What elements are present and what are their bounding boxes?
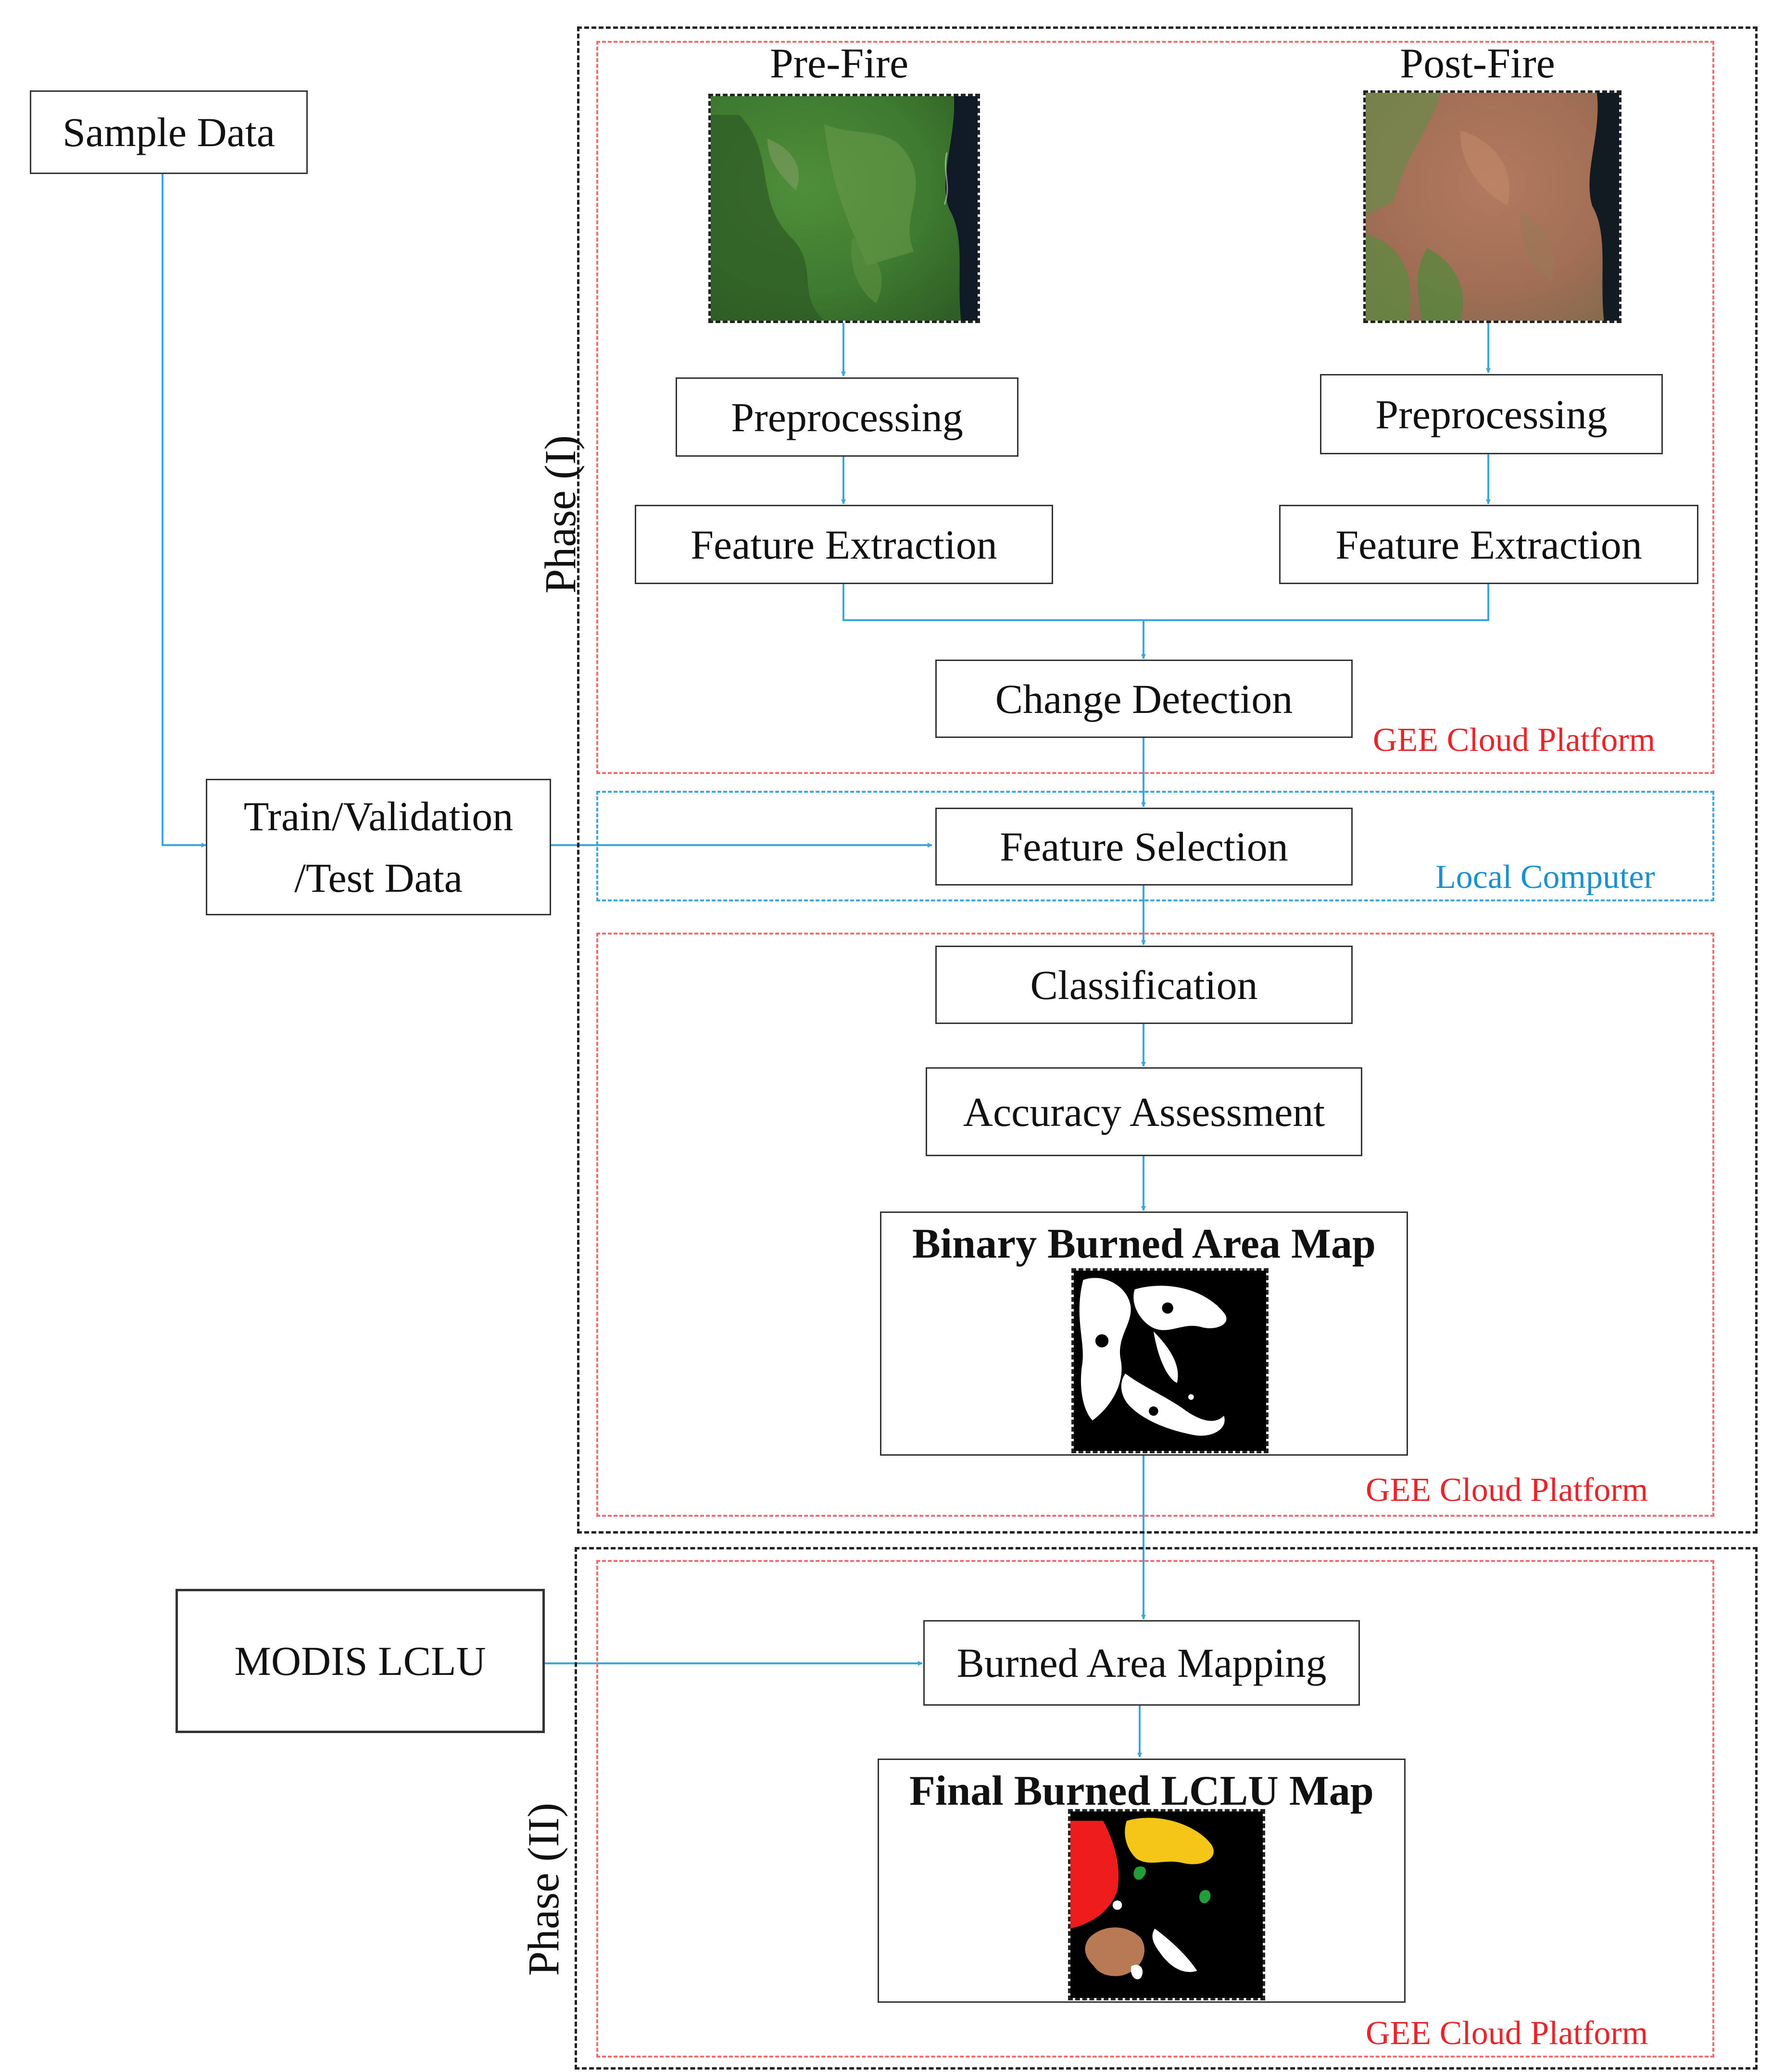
post-fire-feature-extraction-box: Feature Extraction <box>1279 505 1698 584</box>
gee-platform-label-middle: GEE Cloud Platform <box>1366 1472 1648 1509</box>
gee-platform-label-bottom: GEE Cloud Platform <box>1366 2015 1648 2052</box>
gee-platform-frame-top <box>596 41 1714 774</box>
phase-two-frame <box>575 1547 1758 2070</box>
classification-box: Classification <box>935 946 1353 1024</box>
post-fire-preprocessing-label: Preprocessing <box>1375 391 1608 437</box>
pre-fire-feature-extraction-label: Feature Extraction <box>691 521 997 568</box>
pre-fire-satellite-image <box>708 94 980 323</box>
binary-map-image <box>1071 1268 1269 1453</box>
final-map-graphic <box>1070 1811 1263 1998</box>
binary-burned-area-map-box: Binary Burned Area Map <box>880 1211 1408 1456</box>
pre-fire-image-graphic <box>711 96 978 321</box>
train-validation-test-box: Train/Validation /Test Data <box>206 779 551 915</box>
accuracy-assessment-box: Accuracy Assessment <box>926 1067 1362 1156</box>
pre-fire-title: Pre-Fire <box>769 40 909 87</box>
modis-lclu-box: MODIS LCLU <box>176 1589 545 1733</box>
test-data-label: /Test Data <box>294 855 463 901</box>
local-computer-label: Local Computer <box>1435 859 1655 896</box>
local-computer-frame <box>596 791 1714 901</box>
change-detection-label: Change Detection <box>995 675 1293 722</box>
gee-platform-frame-bottom <box>596 1560 1714 2058</box>
gee-platform-frame-middle <box>596 933 1714 1517</box>
classification-label: Classification <box>1030 961 1258 1008</box>
post-fire-title: Post-Fire <box>1400 40 1555 87</box>
pre-fire-preprocessing-label: Preprocessing <box>731 394 963 440</box>
change-detection-box: Change Detection <box>935 660 1353 738</box>
binary-burned-area-map-title: Binary Burned Area Map <box>912 1221 1376 1267</box>
accuracy-assessment-label: Accuracy Assessment <box>963 1088 1325 1135</box>
gee-platform-label-top: GEE Cloud Platform <box>1373 722 1656 759</box>
arrow-sample-to-train <box>162 174 206 848</box>
phase-one-frame <box>577 26 1758 1534</box>
feature-selection-box: Feature Selection <box>935 808 1353 886</box>
final-lclu-map-image <box>1068 1809 1265 2000</box>
final-burned-lclu-map-title: Final Burned LCLU Map <box>909 1768 1374 1814</box>
connector-extractions-join <box>842 584 1489 621</box>
post-fire-feature-extraction-label: Feature Extraction <box>1335 521 1642 568</box>
sample-data-box: Sample Data <box>30 90 308 174</box>
post-fire-preprocessing-box: Preprocessing <box>1320 374 1663 454</box>
feature-selection-label: Feature Selection <box>1000 824 1288 870</box>
phase-two-label: Phase (II) <box>519 1802 568 1976</box>
burned-area-mapping-box: Burned Area Mapping <box>923 1620 1360 1706</box>
modis-lclu-label: MODIS LCLU <box>234 1638 486 1684</box>
burned-area-mapping-label: Burned Area Mapping <box>956 1640 1327 1686</box>
final-burned-lclu-map-box: Final Burned LCLU Map <box>878 1759 1406 2003</box>
sample-data-label: Sample Data <box>63 109 275 155</box>
phase-one-label: Phase (I) <box>536 435 585 594</box>
pre-fire-feature-extraction-box: Feature Extraction <box>635 505 1053 584</box>
post-fire-satellite-image <box>1363 90 1621 323</box>
binary-map-graphic <box>1074 1271 1266 1451</box>
post-fire-image-graphic <box>1366 93 1619 321</box>
pre-fire-preprocessing-box: Preprocessing <box>676 377 1018 457</box>
train-validation-label: Train/Validation <box>243 793 514 839</box>
